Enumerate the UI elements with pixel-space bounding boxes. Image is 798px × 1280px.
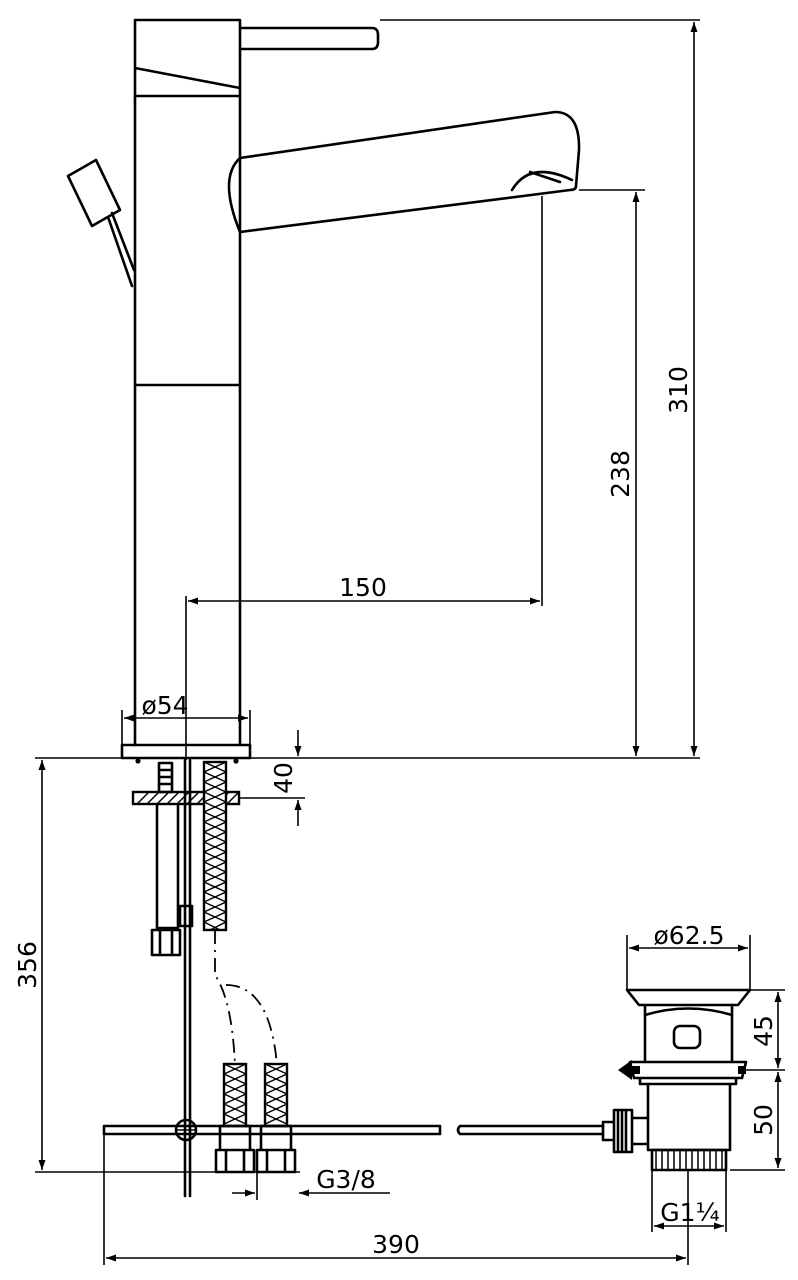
base-screw-right xyxy=(233,758,239,764)
faucet-column xyxy=(133,94,242,747)
lever-handle xyxy=(133,18,242,98)
waste-thread xyxy=(650,1148,728,1172)
label-deck-thickness: 40 xyxy=(269,762,298,794)
hose-continuation-2 xyxy=(225,984,278,1066)
lower-hose-right xyxy=(263,1062,289,1128)
lower-hose-left xyxy=(222,1062,248,1128)
rotate-arrow-right xyxy=(738,1066,746,1074)
pop-up-knob xyxy=(66,158,136,288)
dimension-labels: 310 238 150 ø54 40 356 ø62.5 45 50 G3/8 … xyxy=(13,366,778,1259)
braided-hose-pattern xyxy=(203,761,227,931)
label-inlet-thread: G3/8 xyxy=(316,1165,376,1194)
label-rod-length: 390 xyxy=(372,1230,420,1259)
faucet xyxy=(66,18,581,764)
rod-clamp xyxy=(178,904,194,928)
waste-connector xyxy=(601,1108,650,1154)
dimension-lines xyxy=(35,19,785,1265)
label-flange-height: 45 xyxy=(749,1015,778,1047)
waste-thread-pattern xyxy=(655,1150,723,1170)
label-spout-height: 238 xyxy=(606,450,635,498)
aerator xyxy=(510,170,574,192)
rotate-arrow-left xyxy=(618,1060,640,1080)
base-screw-left xyxy=(135,758,141,764)
spout xyxy=(227,110,581,234)
fixing-shank xyxy=(155,802,180,930)
below-deck-assembly xyxy=(102,758,605,1198)
hose-continuation-1 xyxy=(214,930,236,1066)
pop-up-waste xyxy=(601,988,752,1172)
label-base-diameter: ø54 xyxy=(141,691,188,720)
pop-up-rod-horizontal xyxy=(102,1124,442,1136)
shank-nut xyxy=(150,928,182,957)
label-below-deck-length: 356 xyxy=(13,941,42,989)
waste-body xyxy=(646,1082,732,1152)
waste-slot xyxy=(672,1024,702,1050)
rod-pivot xyxy=(174,1118,198,1142)
label-spout-reach: 150 xyxy=(339,573,387,602)
label-waste-thread: G1¼ xyxy=(660,1198,720,1227)
waste-flange xyxy=(625,988,752,1007)
label-flange-diameter: ø62.5 xyxy=(654,921,725,950)
waste-lock-nut xyxy=(628,1060,748,1086)
lever-arm xyxy=(238,26,380,51)
pop-up-rod-horizontal-right xyxy=(456,1124,605,1136)
label-total-height: 310 xyxy=(664,366,693,414)
threaded-stud xyxy=(157,761,174,794)
label-body-height: 50 xyxy=(749,1104,778,1136)
waste-plug xyxy=(643,1003,734,1062)
pop-up-rod-vertical xyxy=(183,758,192,1198)
